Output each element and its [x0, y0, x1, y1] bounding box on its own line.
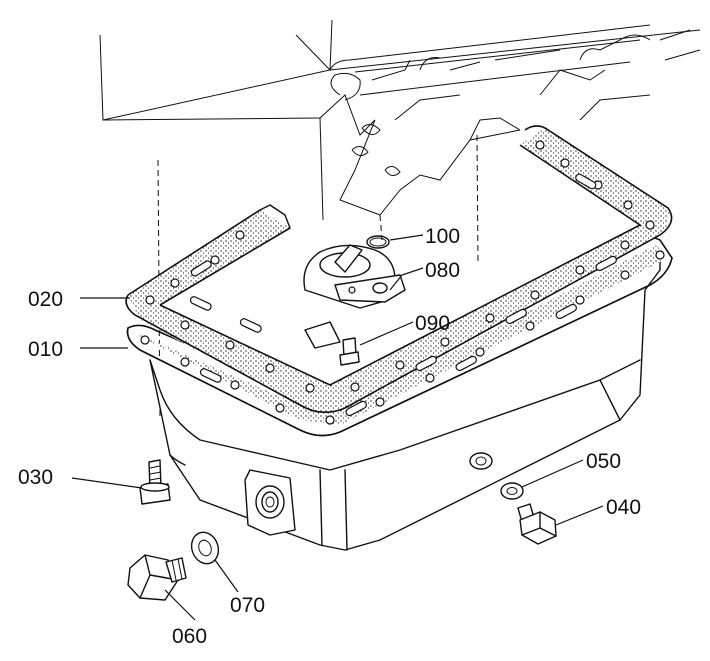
label-100: 100 [425, 225, 460, 248]
part-labels: 100 080 020 090 010 050 030 040 070 060 [18, 225, 641, 648]
oil-pan [149, 257, 661, 551]
bolt-030 [139, 459, 171, 505]
washer-070 [190, 531, 220, 565]
oil-strainer-080 [303, 244, 406, 349]
label-070: 070 [230, 594, 265, 617]
label-050: 050 [586, 450, 621, 473]
bolt-090 [339, 337, 360, 366]
washer-050 [500, 482, 524, 500]
drain-plug-040 [517, 503, 557, 545]
gasket-020 [125, 125, 673, 414]
label-060: 060 [172, 625, 207, 648]
label-080: 080 [425, 259, 460, 282]
drain-plug-060 [127, 554, 187, 601]
pan-flange-holes [140, 250, 665, 425]
label-010: 010 [28, 338, 63, 361]
label-090: 090 [415, 312, 450, 335]
label-040: 040 [606, 496, 641, 519]
o-ring-100 [366, 235, 390, 249]
leader-lines [71, 234, 604, 621]
label-020: 020 [28, 288, 63, 311]
label-030: 030 [18, 466, 53, 489]
